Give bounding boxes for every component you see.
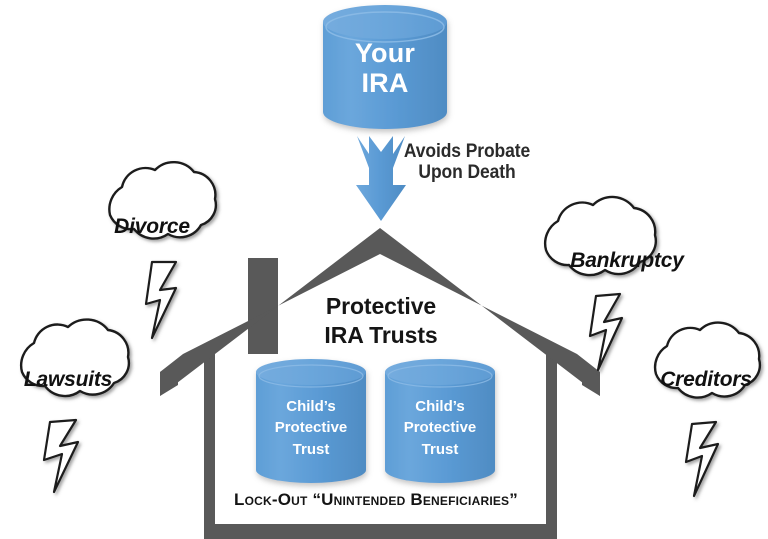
trust-cylinder-0-graphic bbox=[256, 359, 366, 483]
threat-lawsuits-graphic bbox=[20, 318, 131, 494]
trust-cylinder-0-body bbox=[256, 372, 366, 483]
lightning-bolt-icon-divorce bbox=[144, 260, 178, 340]
lightning-bolt-icon-creditors bbox=[684, 420, 720, 498]
roof-left-eave bbox=[160, 362, 178, 396]
trust-cylinder-1-top bbox=[385, 359, 495, 385]
storm-cloud-icon-divorce bbox=[108, 160, 218, 240]
house-left-wall bbox=[204, 352, 215, 539]
storm-cloud-icon-creditors bbox=[653, 321, 762, 399]
threat-creditors-graphic bbox=[653, 321, 762, 498]
trust-cylinder-1-graphic bbox=[385, 359, 495, 483]
trust-cylinder-0-top-rim bbox=[258, 364, 364, 388]
threat-divorce-graphic bbox=[108, 160, 218, 340]
down-arrow-shape bbox=[356, 136, 406, 221]
house-floor bbox=[204, 524, 557, 539]
storm-cloud-icon-lawsuits bbox=[20, 318, 131, 398]
ira-cylinder-body bbox=[323, 22, 447, 129]
chimney-shape bbox=[248, 258, 278, 354]
lightning-bolt-icon-bankruptcy bbox=[588, 292, 624, 372]
lightning-bolt-icon-lawsuits bbox=[42, 418, 80, 494]
house-right-wall bbox=[546, 352, 557, 539]
house-graphic bbox=[160, 228, 600, 539]
roof-right-eave bbox=[582, 362, 600, 396]
down-arrow-graphic bbox=[356, 136, 406, 221]
trust-cylinder-1-body bbox=[385, 372, 495, 483]
storm-cloud-icon-bankruptcy bbox=[544, 195, 657, 277]
trust-cylinder-1-top-rim bbox=[387, 364, 493, 388]
threat-bankruptcy-graphic bbox=[544, 195, 657, 372]
ira-cylinder-top bbox=[323, 5, 447, 39]
trust-cylinder-0-top bbox=[256, 359, 366, 385]
ira-cylinder-graphic bbox=[323, 5, 447, 129]
ira-cylinder-top-rim bbox=[325, 11, 445, 43]
